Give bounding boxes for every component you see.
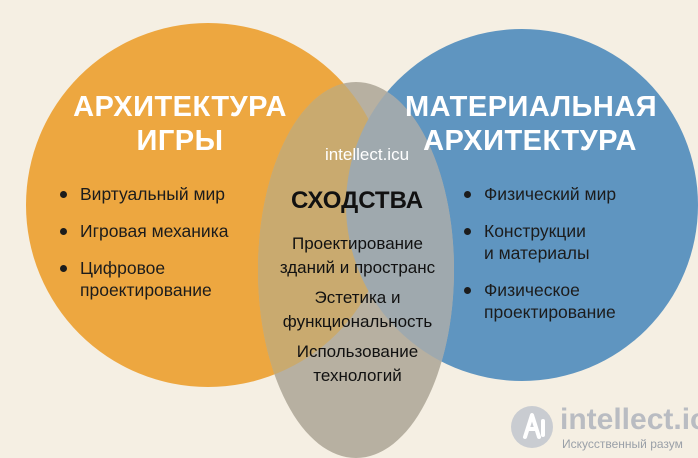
middle-title: СХОДСТВА (290, 187, 424, 214)
bullet-icon (464, 228, 471, 235)
list-item: Игровая механика (58, 220, 268, 242)
list-item: Виртуальный мир (58, 183, 268, 205)
right-title: МАТЕРИАЛЬНАЯ АРХИТЕКТУРА (405, 90, 658, 158)
left-title-line1: АРХИТЕКТУРА (73, 91, 287, 123)
logo-text: intellect.icu (560, 403, 698, 436)
list-item: Эстетика и функциональность (282, 288, 433, 331)
logo-watermark: intellect.icu Искусственный разум (508, 395, 698, 455)
left-title-line2: ИГРЫ (136, 125, 224, 157)
bullet-icon (464, 191, 471, 198)
right-title-line2: АРХИТЕКТУРА (423, 125, 637, 157)
left-title: АРХИТЕКТУРА ИГРЫ (60, 90, 300, 158)
watermark-top: intellect.icu (324, 145, 410, 164)
right-title-line1: МАТЕРИАЛЬНАЯ (405, 91, 658, 123)
brain-ai-icon (511, 406, 553, 448)
bullet-icon (464, 287, 471, 294)
list-item: Использование технологий (296, 342, 419, 385)
middle-list: Проектирование зданий и пространс Эстети… (255, 232, 460, 388)
list-item: Проектирование зданий и пространс (279, 234, 436, 277)
logo-subtext: Искусственный разум (562, 437, 683, 451)
bullet-icon (60, 265, 67, 272)
left-list: Виртуальный мир Игровая механика Цифрово… (58, 183, 268, 316)
bullet-icon (60, 191, 67, 198)
bullet-icon (60, 228, 67, 235)
list-item: Физический мир (462, 183, 662, 205)
